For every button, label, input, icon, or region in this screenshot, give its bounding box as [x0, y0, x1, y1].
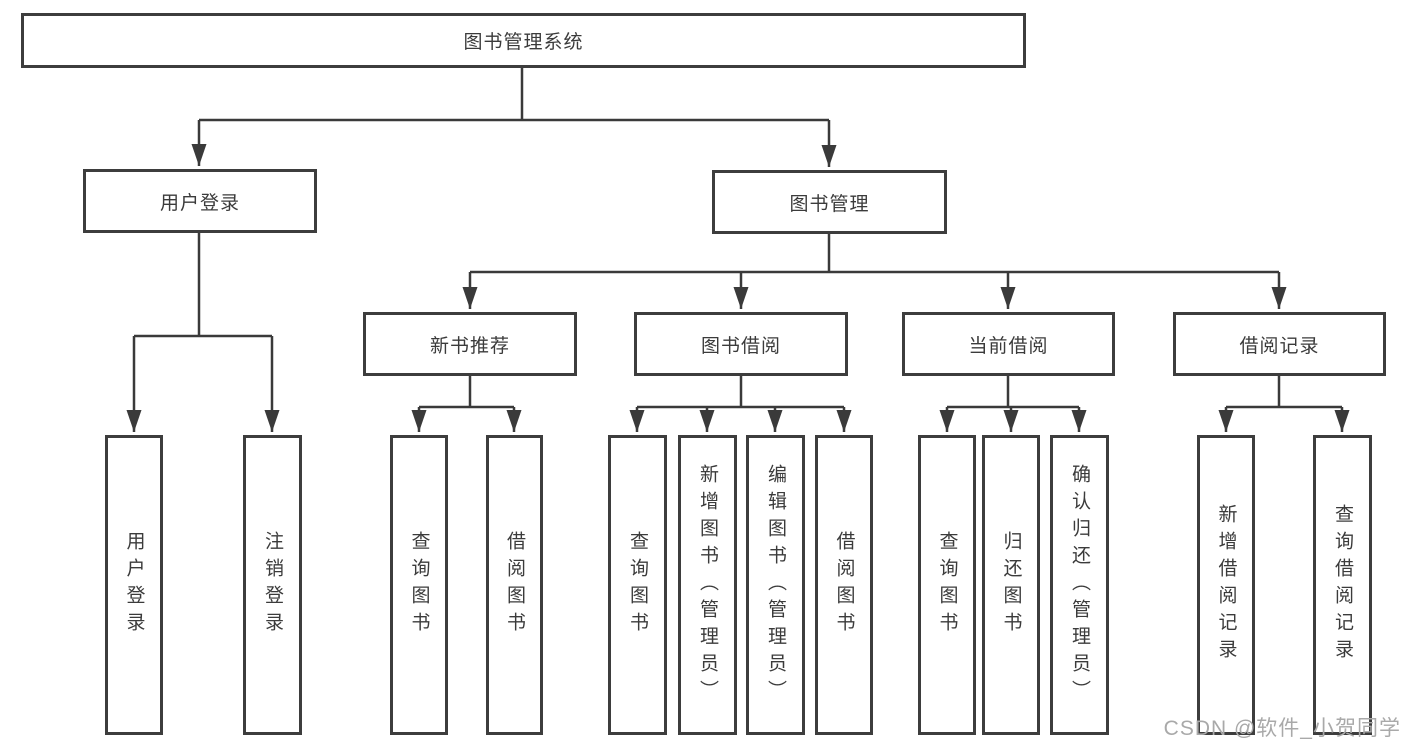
node-current-borrow-label: 当前借阅: [968, 335, 1049, 357]
leaf-logout: 注销登录: [243, 435, 302, 735]
leaf-current-query-label: 查询图书: [936, 531, 958, 639]
node-new-book-recommend: 新书推荐: [363, 312, 577, 376]
leaf-borrow-add-admin: 新增图书（管理员）: [678, 435, 737, 735]
node-root-label: 图书管理系统: [463, 32, 584, 53]
leaf-current-confirm-admin-label: 确认归还（管理员）: [1069, 463, 1090, 707]
connector-login-to-leaves: [126, 233, 280, 432]
node-book-borrow-label: 图书借阅: [700, 335, 781, 357]
leaf-record-add: 新增借阅记录: [1197, 435, 1255, 735]
leaf-current-return: 归还图书: [982, 435, 1040, 735]
node-user-login-label: 用户登录: [159, 192, 240, 214]
node-new-book-recommend-label: 新书推荐: [429, 335, 510, 357]
connector-root-to-level2: [191, 68, 837, 167]
node-book-management: 图书管理: [712, 170, 947, 234]
leaf-borrow-edit-admin-label: 编辑图书（管理员）: [765, 463, 786, 707]
node-current-borrow: 当前借阅: [902, 312, 1115, 376]
leaf-newbook-query: 查询图书: [390, 435, 448, 735]
leaf-logout-label: 注销登录: [262, 531, 283, 639]
node-root: 图书管理系统: [21, 13, 1026, 68]
node-book-borrow: 图书借阅: [634, 312, 848, 376]
leaf-current-return-label: 归还图书: [1000, 531, 1022, 639]
leaf-borrow-query-label: 查询图书: [627, 531, 648, 639]
leaf-record-query: 查询借阅记录: [1313, 435, 1372, 735]
leaf-user-login-label: 用户登录: [123, 531, 145, 639]
leaf-newbook-borrow-label: 借阅图书: [504, 531, 525, 639]
leaf-user-login: 用户登录: [105, 435, 163, 735]
node-user-login: 用户登录: [83, 169, 317, 233]
leaf-borrow-borrow: 借阅图书: [815, 435, 873, 735]
node-book-management-label: 图书管理: [789, 193, 870, 215]
leaf-current-confirm-admin: 确认归还（管理员）: [1050, 435, 1109, 735]
node-borrow-records: 借阅记录: [1173, 312, 1386, 376]
node-borrow-records-label: 借阅记录: [1239, 335, 1320, 357]
leaf-borrow-borrow-label: 借阅图书: [833, 531, 855, 639]
leaf-borrow-query: 查询图书: [608, 435, 667, 735]
csdn-watermark: CSDN @软件_小贺同学: [1163, 717, 1401, 740]
leaf-borrow-add-admin-label: 新增图书（管理员）: [697, 463, 718, 707]
leaf-borrow-edit-admin: 编辑图书（管理员）: [746, 435, 805, 735]
leaf-newbook-query-label: 查询图书: [408, 531, 430, 639]
connector-management-to-level3: [462, 234, 1287, 309]
connector-records-to-leaves: [1218, 376, 1350, 432]
leaf-newbook-borrow: 借阅图书: [486, 435, 543, 735]
connector-borrow-to-leaves: [629, 376, 852, 432]
connector-current-to-leaves: [939, 376, 1087, 432]
leaf-record-add-label: 新增借阅记录: [1215, 504, 1237, 666]
connector-newbook-to-leaves: [411, 376, 522, 432]
leaf-current-query: 查询图书: [918, 435, 976, 735]
leaf-record-query-label: 查询借阅记录: [1332, 504, 1353, 666]
